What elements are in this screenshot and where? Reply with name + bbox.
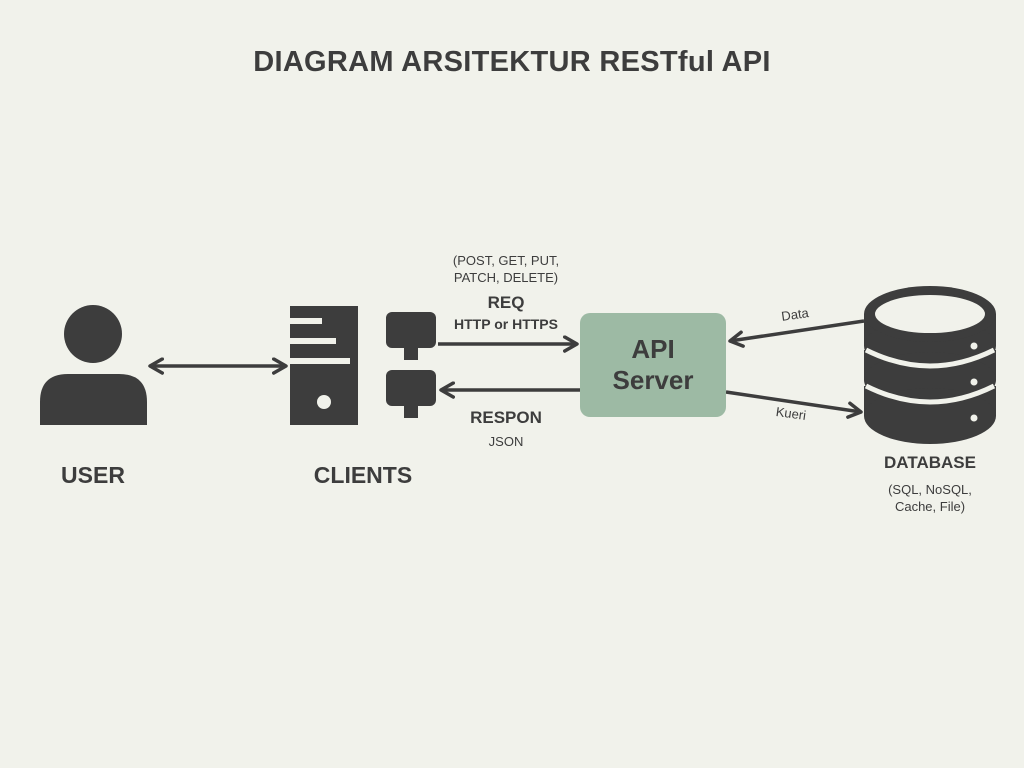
request-methods-line2: PATCH, DELETE) [453,270,559,285]
database-sub-line2: Cache, File) [894,499,966,514]
api-server-label-line1: API [631,334,675,364]
database-label: DATABASE [884,453,976,472]
diagram-title: DIAGRAM ARSITEKTUR RESTful API [253,46,771,78]
response-format: JSON [488,434,524,449]
request-label: REQ [487,293,525,312]
api-server-node: API Server [580,313,726,417]
api-server-label-line2: Server [612,365,694,395]
response-label: RESPON [470,408,542,427]
computer-icon-details [290,318,350,409]
database-icon [864,286,996,444]
request-protocol: HTTP or HTTPS [454,316,558,332]
user-label: USER [61,462,125,488]
user-icon [40,305,147,425]
request-methods-line1: (POST, GET, PUT, [452,253,560,268]
computer-icon [290,306,436,425]
clients-label: CLIENTS [313,462,413,488]
data-arrow [728,319,865,348]
database-sub-line1: (SQL, NoSQL, [888,482,972,497]
query-arrow [725,390,863,419]
